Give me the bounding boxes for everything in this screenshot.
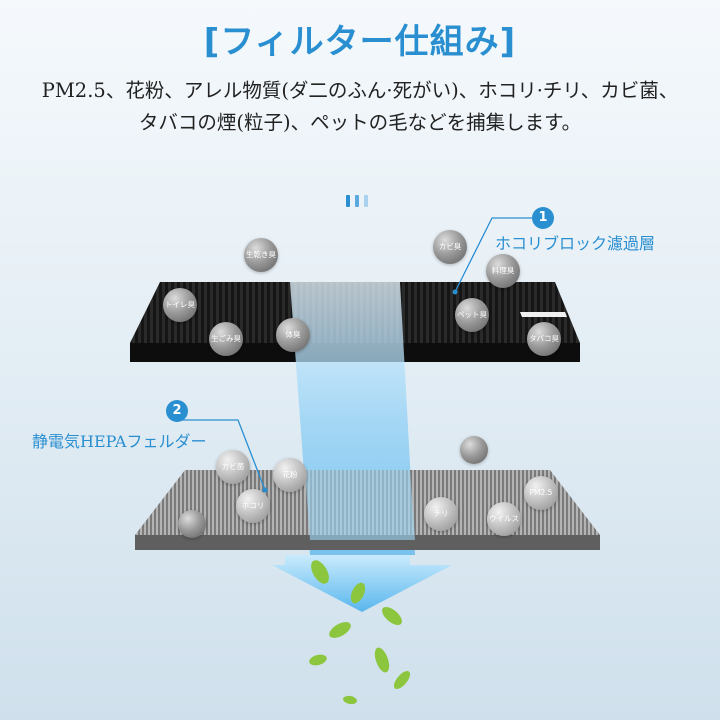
particle-odor: 生ごみ臭 [209,322,243,356]
callout-2-label: 静電気HEPAフェルダー [32,432,207,451]
description-line-2: タバコの煙(粒子)、ペットの毛などを捕集します。 [138,111,582,134]
particle-odor: ペット臭 [455,298,489,332]
description-line-1: PM2.5、花粉、アレル物質(ダ二のふん·死がい)、ホコリ·チリ、カビ菌、 [41,79,679,102]
page-title: [フィルター仕組み] [203,22,517,62]
particle-pollutant: PM2.5 [524,476,558,510]
particle-pollutant [178,510,206,538]
particle-pollutant: ウイルス [487,502,521,536]
particle-pollutant: チリ [424,497,458,531]
particle-odor: 生乾き臭 [244,238,278,272]
particle-pollutant: ホコリ [236,489,270,523]
particle-odor: カビ臭 [433,230,467,264]
description: PM2.5、花粉、アレル物質(ダ二のふん·死がい)、ホコリ·チリ、カビ菌、 タバ… [20,75,700,139]
particle-pollutant [460,436,488,464]
particle-odor: 体臭 [276,318,310,352]
progress-dots-icon [346,195,374,207]
particle-odor: タバコ臭 [527,322,561,356]
callout-1-number: 1 [532,207,554,229]
particle-pollutant: 花粉 [273,458,307,492]
particle-pollutant: カビ菌 [216,450,250,484]
leaf-icon [309,560,411,705]
callout-2-number: 2 [166,400,188,422]
callout-1-label: ホコリブロック濾過層 [495,234,656,253]
particle-odor: トイレ臭 [163,288,197,322]
particle-odor: 料理臭 [486,254,520,288]
